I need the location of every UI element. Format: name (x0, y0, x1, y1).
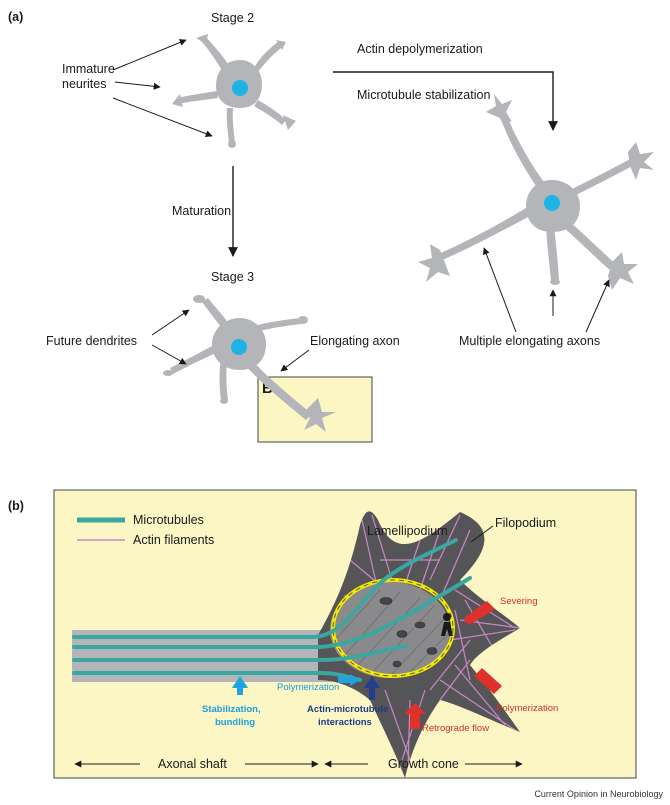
actin-mt-label-line1: Actin-microtubule (307, 704, 388, 715)
multi-axon-arrow-3 (585, 279, 610, 333)
immature-arrow-2 (114, 81, 161, 90)
immature-arrow-3 (112, 97, 213, 138)
axonal-shaft-label: Axonal shaft (158, 757, 227, 771)
lamellipodium-label: Lamellipodium (367, 524, 448, 538)
severing-protein (441, 613, 453, 636)
journal-credit: Current Opinion in Neurobiology (534, 789, 663, 799)
retrograde-flow-arrowhead (404, 703, 426, 714)
legend-actin-label: Actin filaments (133, 533, 214, 547)
vesicles (379, 597, 438, 668)
growth-cone-label: Growth cone (388, 757, 459, 771)
actin-mt-label-line2: interactions (318, 717, 372, 728)
multi-axon-nucleus (544, 195, 560, 211)
retrograde-flow-label: Retrograde flow (422, 723, 489, 734)
severing-arrow (463, 601, 495, 625)
actin-polymerization-label: Polymerization (496, 703, 558, 714)
stabilization-label-line1: Stabilization, (202, 704, 261, 715)
elongating-axon-arrow (280, 349, 310, 372)
dendrite-arrow-1 (151, 309, 190, 336)
stage2-label: Stage 2 (211, 11, 254, 25)
inset-b-label: B (262, 380, 273, 397)
panel-b-label: (b) (8, 499, 24, 513)
multi-axon-arrow-1 (482, 247, 517, 333)
retrograde-flow-arrow (410, 711, 420, 729)
maturation-label: Maturation (172, 204, 231, 218)
stage2-nucleus (232, 80, 248, 96)
transition-zone-dashes (332, 579, 454, 677)
stabilization-arrow-head (232, 676, 248, 688)
stage3-nucleus (231, 339, 247, 355)
immature-label-line1: Immature (62, 62, 115, 76)
polymerization-actin-arrow (474, 668, 502, 694)
mt-polymerization-arrow-stem (338, 675, 352, 683)
stabilization-label-line2: bundling (215, 717, 255, 728)
elongating-axon-label: Elongating axon (310, 334, 400, 348)
stage3-label: Stage 3 (211, 270, 254, 284)
stage3-neuron (163, 295, 336, 432)
future-dendrites-label: Future dendrites (46, 334, 137, 348)
panel-a-label: (a) (8, 10, 23, 24)
actin-mt-arrow-head (364, 676, 380, 688)
immature-label-line2: neurites (62, 77, 106, 91)
multiple-axons-label: Multiple elongating axons (459, 334, 600, 348)
actin-depolymerization-label: Actin depolymerization (357, 42, 483, 56)
filopodium-label: Filopodium (495, 516, 556, 530)
mt-polymerization-arrow-head (350, 674, 360, 686)
legend-microtubules-label: Microtubules (133, 513, 204, 527)
severing-label: Severing (500, 596, 538, 607)
multi-axon-neuron (418, 94, 654, 290)
dendrite-arrow-2 (151, 344, 187, 365)
filopodium-pointer (470, 525, 494, 543)
actin-mt-arrow-stem (369, 686, 375, 700)
mt-polymerization-label: Polymerization (277, 682, 339, 693)
microtubule-stabilization-label: Microtubule stabilization (357, 88, 490, 102)
stabilization-arrow-stem (237, 688, 243, 695)
immature-arrow-1 (112, 39, 187, 71)
depolymerization-arrow (333, 71, 558, 131)
